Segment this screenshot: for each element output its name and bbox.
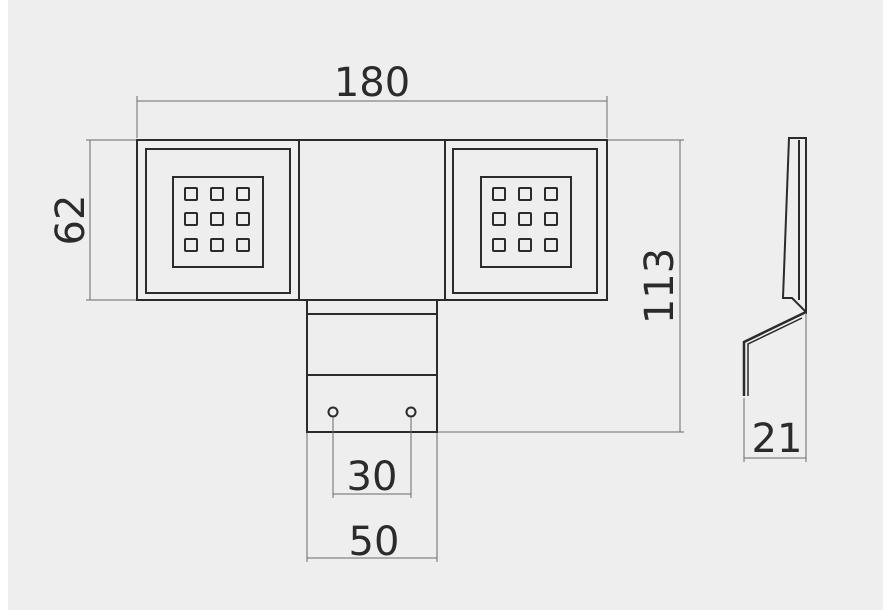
led-icon <box>518 187 532 201</box>
left-led-grid <box>184 187 250 252</box>
right-led-panel <box>480 176 572 268</box>
right-lamp-frame <box>452 148 598 294</box>
led-icon <box>492 187 506 201</box>
front-view <box>136 139 608 433</box>
led-icon <box>184 187 198 201</box>
led-icon <box>236 187 250 201</box>
led-icon <box>492 212 506 226</box>
drawing-background <box>8 0 883 610</box>
left-led-panel <box>172 176 264 268</box>
led-icon <box>518 212 532 226</box>
left-lamp-frame <box>145 148 291 294</box>
led-icon <box>492 238 506 252</box>
led-icon <box>184 212 198 226</box>
led-icon <box>236 212 250 226</box>
dim-113-label: 113 <box>637 248 683 324</box>
led-icon <box>544 187 558 201</box>
led-icon <box>544 238 558 252</box>
led-icon <box>210 212 224 226</box>
led-icon <box>210 238 224 252</box>
right-led-grid <box>492 187 558 252</box>
dim-50-label: 50 <box>349 519 400 565</box>
led-icon <box>210 187 224 201</box>
side-arm <box>742 310 807 396</box>
mounting-hole-left <box>327 406 339 418</box>
side-head-outline <box>781 137 807 315</box>
head-outline <box>136 139 608 301</box>
mounting-hole-right <box>405 406 417 418</box>
side-view <box>742 137 807 396</box>
dim-180-label: 180 <box>334 60 410 106</box>
led-icon <box>518 238 532 252</box>
led-icon <box>236 238 250 252</box>
dimension-lines <box>86 96 807 562</box>
dim-62-label: 62 <box>48 195 94 246</box>
bracket-outline <box>306 299 438 433</box>
led-icon <box>184 238 198 252</box>
led-icon <box>544 212 558 226</box>
dim-21-label: 21 <box>752 416 803 462</box>
dim-30-label: 30 <box>347 454 398 500</box>
side-arm-inner <box>747 317 803 396</box>
